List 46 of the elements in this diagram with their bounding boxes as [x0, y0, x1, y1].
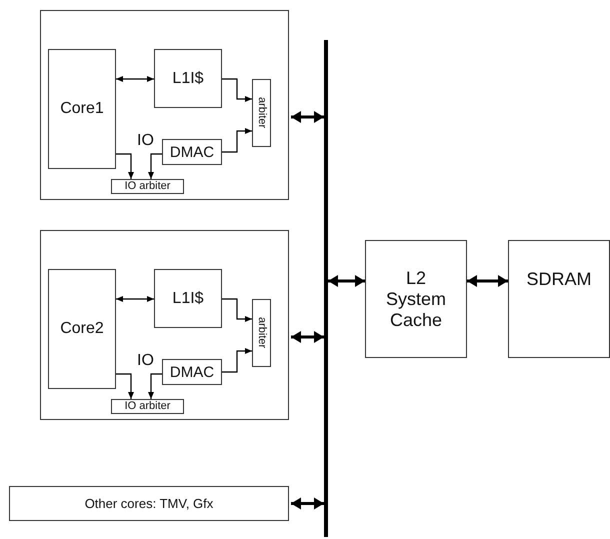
arrow — [222, 78, 252, 102]
arrow — [222, 298, 252, 322]
arrow — [148, 373, 162, 399]
block-label: L1I$ — [172, 290, 204, 308]
l2-cache-box — [365, 240, 467, 358]
cluster-box — [40, 10, 289, 200]
dmac-box — [162, 139, 222, 165]
block-label: arbiter — [256, 97, 267, 129]
dmac-box — [162, 359, 222, 385]
arrow — [116, 373, 134, 399]
arrow — [116, 296, 154, 302]
core-box — [48, 269, 116, 389]
arrow — [291, 331, 324, 343]
port-label: IO — [137, 132, 154, 150]
port-label: IO — [137, 352, 154, 370]
arbiter-box — [252, 79, 271, 147]
block-label: arbiter — [256, 317, 267, 349]
block-label: Core1 — [60, 100, 104, 118]
arrow — [148, 153, 162, 179]
block-label: L2 System Cache — [384, 268, 447, 330]
block-label: IO arbiter — [124, 401, 170, 412]
arrow — [222, 348, 252, 373]
block-label: Core2 — [60, 320, 104, 338]
arrow — [467, 275, 508, 287]
arrow — [116, 76, 154, 82]
arrow — [116, 153, 134, 179]
io-arbiter-box — [111, 399, 184, 414]
cluster-box — [40, 230, 289, 420]
arrow — [291, 111, 324, 123]
core-box — [48, 49, 116, 169]
block-label: Other cores: TMV, Gfx — [84, 496, 214, 511]
block-label: SDRAM — [526, 269, 592, 290]
arrow — [291, 498, 324, 510]
other-cores-box — [9, 486, 289, 521]
arrow — [328, 275, 365, 287]
block-label: DMAC — [170, 144, 214, 160]
io-arbiter-box — [111, 179, 184, 194]
block-label: IO arbiter — [124, 181, 170, 192]
arbiter-box — [252, 299, 271, 367]
block-label: DMAC — [170, 364, 214, 380]
cache-box — [154, 269, 222, 328]
arrow — [222, 128, 252, 153]
system-bus-bar — [324, 40, 328, 537]
block-label: L1I$ — [172, 70, 204, 88]
sdram-box — [508, 240, 610, 358]
cache-box — [154, 49, 222, 108]
